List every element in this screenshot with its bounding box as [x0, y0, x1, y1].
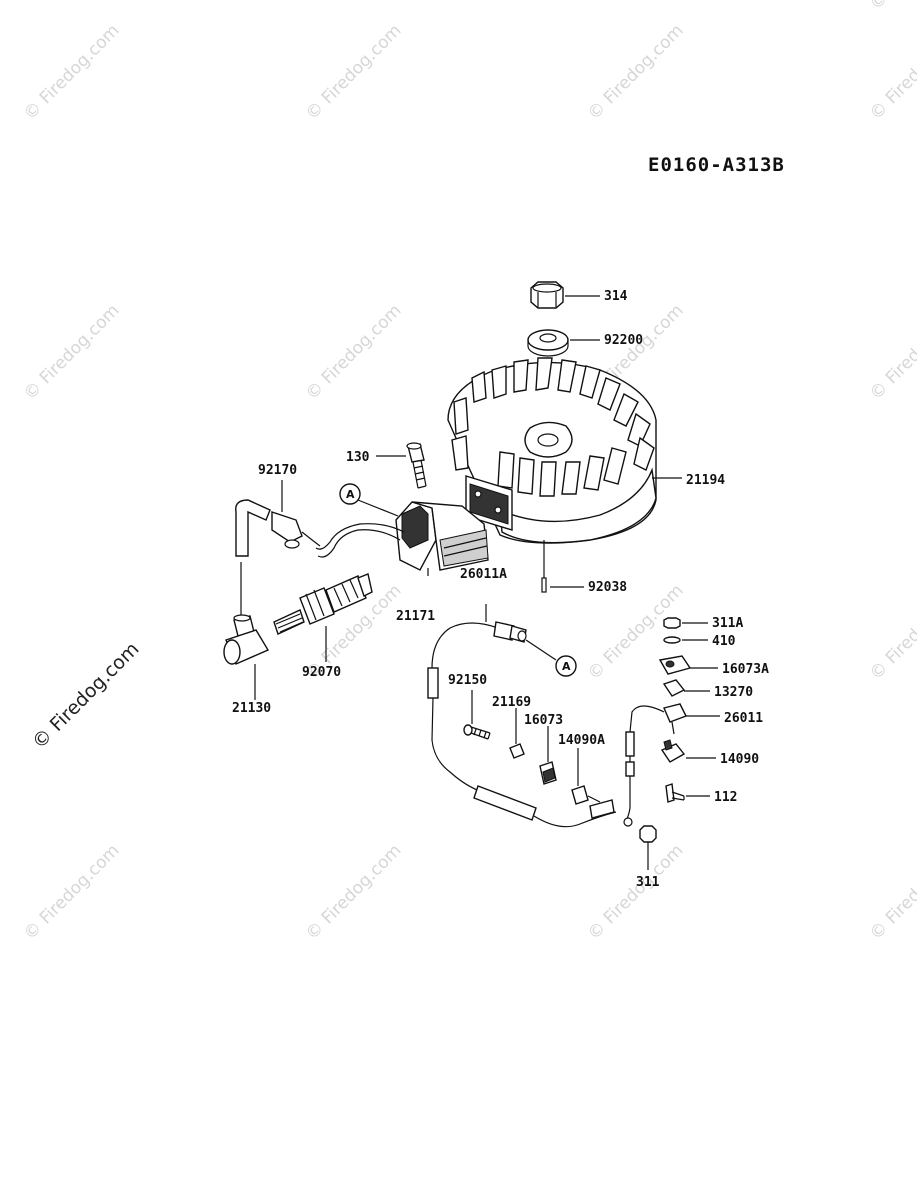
part-311A-nut	[663, 617, 681, 629]
part-21169-plate	[509, 743, 525, 759]
label-112: 112	[714, 790, 737, 805]
label-21171: 21171	[396, 609, 435, 624]
part-21194-flywheel	[447, 357, 657, 544]
callout-a-wire: A	[525, 639, 577, 677]
label-13270: 13270	[714, 685, 753, 700]
part-26011A-ignition-coil	[315, 501, 489, 571]
label-92200: 92200	[604, 333, 643, 348]
part-26011-terminal	[663, 703, 687, 735]
label-14090A: 14090A	[558, 733, 605, 748]
label-314: 314	[604, 289, 628, 304]
label-92170: 92170	[258, 463, 297, 478]
part-14090A-terminal	[571, 785, 601, 805]
label-21169: 21169	[492, 695, 531, 710]
part-92170-clamp	[235, 499, 321, 557]
label-410: 410	[712, 634, 736, 649]
part-410-washer	[663, 636, 681, 644]
part-16073A-bracket	[658, 655, 692, 675]
part-130-bolt	[406, 442, 427, 489]
callout-a-coil: A	[339, 483, 399, 517]
part-14090-terminal	[660, 739, 686, 763]
part-112-bolt	[665, 783, 685, 803]
part-92070-spark-plug	[273, 573, 373, 635]
label-14090: 14090	[720, 752, 759, 767]
part-21130-plug-cap	[223, 614, 270, 665]
diagram-code: E0160-A313B	[648, 154, 785, 176]
part-16073-switch	[539, 761, 557, 785]
label-21130: 21130	[232, 701, 271, 716]
label-92070: 92070	[302, 665, 341, 680]
part-13270-plate	[662, 679, 686, 697]
label-26011A: 26011A	[460, 567, 507, 582]
svg-text:A: A	[346, 488, 355, 501]
label-311: 311	[636, 875, 660, 890]
label-92150: 92150	[448, 673, 487, 688]
part-92038-pin	[541, 577, 547, 593]
label-92038: 92038	[588, 580, 627, 595]
part-311-nut	[639, 825, 657, 843]
label-16073: 16073	[524, 713, 563, 728]
label-130: 130	[346, 450, 370, 465]
label-311A: 311A	[712, 616, 743, 631]
label-21194: 21194	[686, 473, 725, 488]
label-26011: 26011	[724, 711, 763, 726]
part-92200-washer	[527, 329, 569, 357]
part-314-nut	[530, 281, 564, 309]
svg-text:A: A	[562, 660, 571, 673]
part-92150-screw	[463, 724, 491, 740]
label-16073A: 16073A	[722, 662, 769, 677]
part-21171-wire	[427, 621, 617, 828]
part-26011-wire	[623, 705, 665, 827]
